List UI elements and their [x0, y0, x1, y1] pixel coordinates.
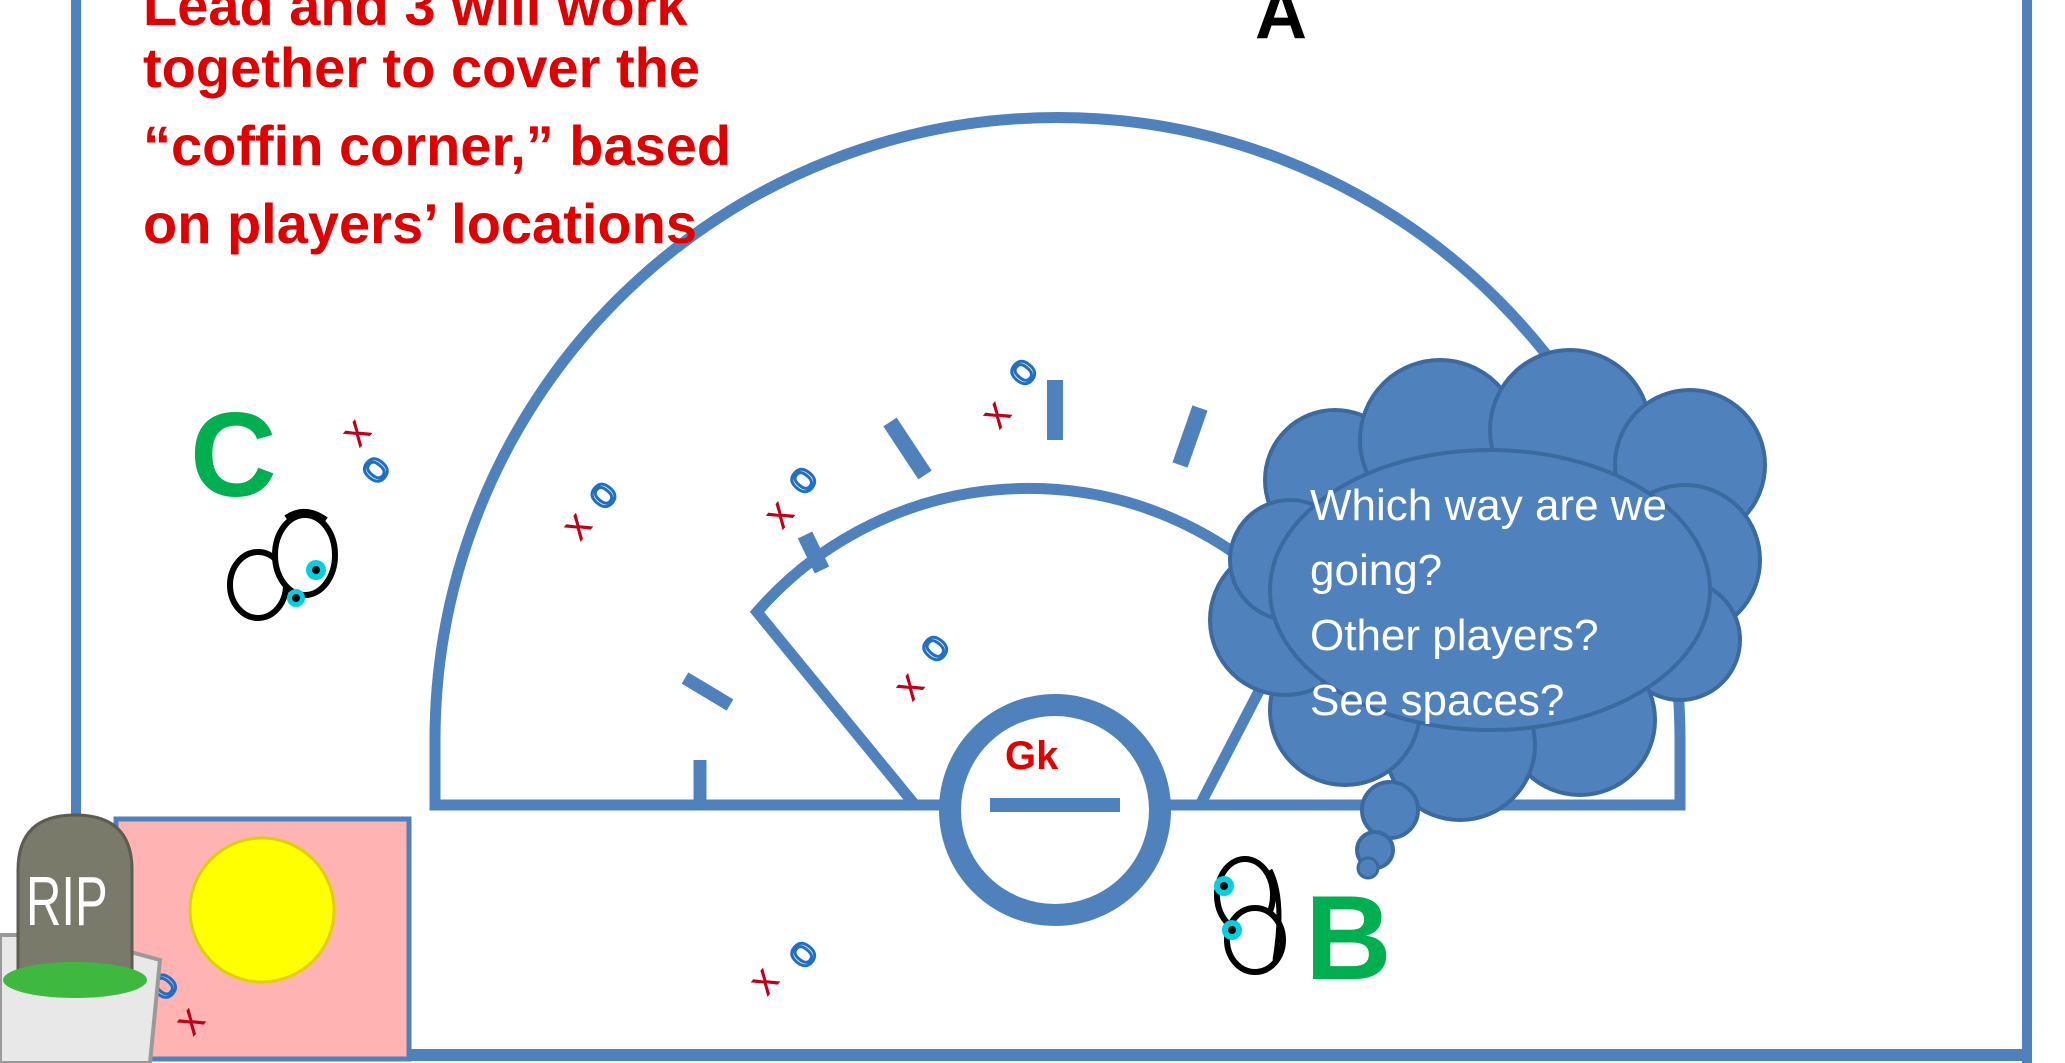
attacker-mark: x: [753, 490, 803, 536]
attacker-mark: x: [970, 390, 1020, 436]
bubble-line-4: See spaces?: [1310, 676, 1565, 725]
label-a: A: [1255, 0, 1307, 54]
attacker-mark: x: [883, 662, 933, 708]
defender-mark: o: [348, 444, 399, 492]
bubble-line-2: going?: [1310, 546, 1443, 595]
bubble-line-3: Other players?: [1310, 611, 1599, 660]
tombstone-label: RIP: [26, 862, 108, 940]
annotation-line-1: Lead and 3 will work: [143, 0, 688, 37]
annotation-line-2: together to cover the: [143, 36, 700, 99]
defender-mark: o: [775, 928, 826, 976]
hash-mark: [681, 672, 734, 711]
annotation-line-4: on players’ locations: [143, 192, 697, 255]
attacker-mark: x: [738, 957, 788, 1003]
defender-mark: o: [575, 469, 626, 517]
defender-mark: o: [907, 622, 958, 670]
hash-mark: [1172, 405, 1208, 468]
defender-mark: o: [775, 454, 826, 502]
attacker-mark: x: [330, 408, 380, 454]
defender-mark: o: [995, 346, 1046, 394]
bubble-line-1: Which way are we: [1310, 481, 1668, 530]
label-c: C: [190, 388, 277, 522]
thought-bubble-icon: [1208, 348, 1767, 880]
ball-icon: [188, 836, 336, 984]
annotation-line-3: “coffin corner,” based: [143, 114, 732, 177]
hash-mark: [797, 531, 830, 574]
eyes-icon: [1214, 856, 1286, 975]
attacker-mark: x: [551, 502, 601, 548]
hash-mark: [883, 417, 932, 480]
goalkeeper-label: Gk: [1005, 734, 1059, 778]
eyes-icon: [227, 509, 338, 621]
label-b: B: [1305, 871, 1392, 1005]
tombstone-icon: [3, 813, 147, 998]
